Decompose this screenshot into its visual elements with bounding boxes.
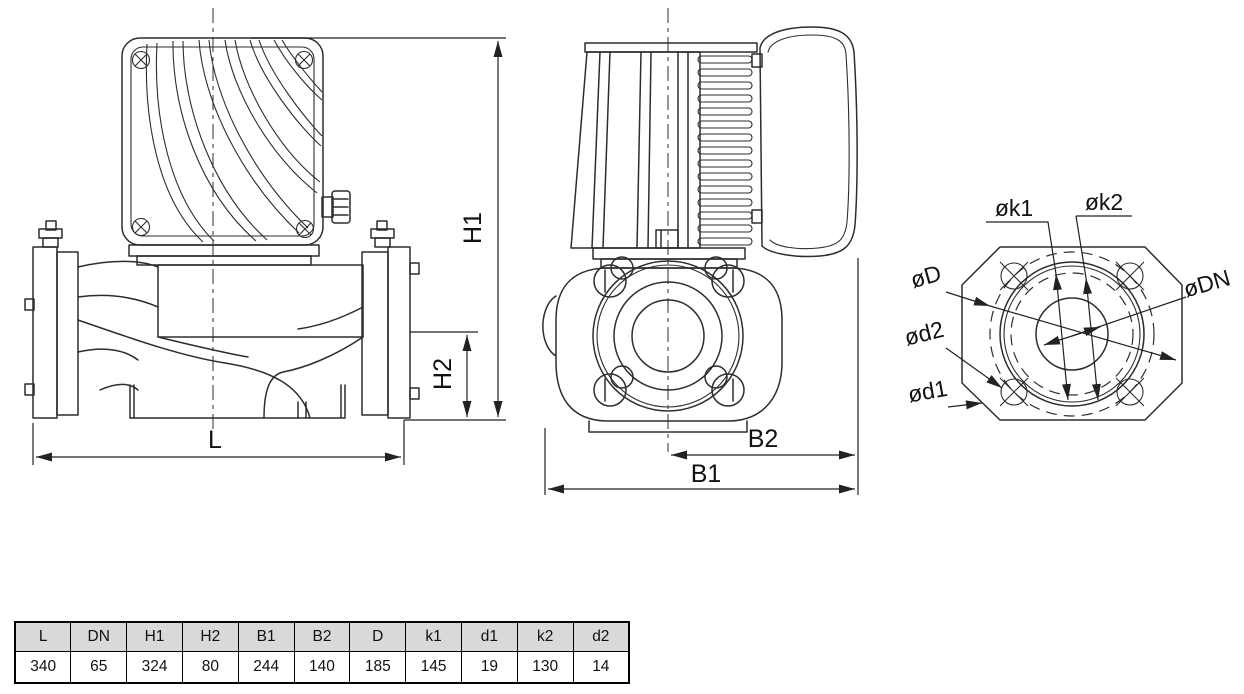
right-flange bbox=[362, 221, 419, 418]
pump-volute-front bbox=[78, 261, 363, 418]
cable-gland bbox=[322, 191, 350, 223]
table-value-cell: 80 bbox=[181, 651, 239, 684]
table-value-cell: 340 bbox=[14, 651, 72, 684]
side-flange-face bbox=[543, 257, 782, 432]
table-value-cell: 185 bbox=[349, 651, 407, 684]
table-header-cell: B2 bbox=[293, 621, 351, 652]
dimension-table-value-row: 340 65 324 80 244 140 185 145 19 130 14 bbox=[14, 651, 630, 684]
dimension-table-header-row: L DN H1 H2 B1 B2 D k1 d1 k2 d2 bbox=[14, 621, 630, 652]
motor-housing bbox=[122, 38, 323, 245]
front-view-dimensions: H1 H2 L bbox=[33, 38, 506, 465]
table-value-cell: 65 bbox=[70, 651, 128, 684]
motor-top-rail bbox=[585, 43, 757, 52]
table-header-cell: L bbox=[14, 621, 72, 652]
dim-label-dn: øDN bbox=[1180, 264, 1233, 302]
flange-circles bbox=[990, 252, 1154, 416]
dim-label-d: øD bbox=[907, 260, 944, 293]
table-header-cell: k1 bbox=[405, 621, 462, 652]
dim-label-b1: B1 bbox=[691, 460, 722, 488]
table-value-cell: 130 bbox=[516, 651, 574, 684]
bolt-slot-top-left bbox=[594, 257, 633, 297]
dim-label-k2: øk2 bbox=[1085, 189, 1123, 215]
table-value-cell: 244 bbox=[237, 651, 295, 684]
front-view-drawing: H1 H2 L bbox=[25, 8, 506, 465]
motor-adapter bbox=[129, 245, 319, 265]
side-view-drawing: B2 B1 bbox=[543, 8, 858, 495]
terminal-box bbox=[752, 27, 857, 257]
flange-dimension-arrows bbox=[946, 216, 1186, 410]
bolt-slot-bottom-left bbox=[594, 366, 633, 406]
flange-dimension-labels: øk1 øk2 øD øDN ød2 ød1 bbox=[902, 189, 1233, 407]
table-value-cell: 14 bbox=[572, 651, 630, 684]
table-header-cell: d1 bbox=[461, 621, 518, 652]
right-flange-bolt bbox=[371, 221, 394, 247]
table-header-cell: k2 bbox=[516, 621, 574, 652]
dim-label-l: L bbox=[208, 426, 222, 454]
flange-detail-drawing: øk1 øk2 øD øDN ød2 ød1 bbox=[902, 189, 1233, 420]
table-header-cell: B1 bbox=[237, 621, 295, 652]
motor-fin-panel bbox=[571, 52, 700, 248]
dim-label-d2: ød2 bbox=[902, 316, 947, 351]
side-view-dimensions: B2 B1 bbox=[545, 258, 858, 495]
table-header-cell: H1 bbox=[126, 621, 183, 652]
table-header-cell: d2 bbox=[572, 621, 630, 652]
bolt-slot-bottom-right bbox=[705, 366, 744, 406]
left-flange bbox=[25, 221, 78, 418]
dim-label-d1: ød1 bbox=[906, 375, 950, 407]
table-value-cell: 140 bbox=[293, 651, 351, 684]
table-value-cell: 19 bbox=[461, 651, 518, 684]
dim-label-b2: B2 bbox=[748, 425, 779, 453]
dimension-table: L DN H1 H2 B1 B2 D k1 d1 k2 d2 340 65 32… bbox=[14, 621, 630, 684]
bolt-slot-top-right bbox=[705, 257, 744, 297]
table-header-cell: H2 bbox=[181, 621, 239, 652]
flange-outline bbox=[962, 247, 1182, 420]
table-value-cell: 145 bbox=[405, 651, 462, 684]
table-header-cell: DN bbox=[70, 621, 128, 652]
dim-label-h2: H2 bbox=[429, 358, 457, 390]
flange-bolt-holes bbox=[1000, 262, 1144, 406]
dim-label-h1: H1 bbox=[459, 212, 487, 244]
table-value-cell: 324 bbox=[126, 651, 183, 684]
dim-label-k1: øk1 bbox=[995, 195, 1033, 221]
left-flange-bolt bbox=[39, 221, 62, 247]
motor-fin-stack bbox=[698, 56, 752, 245]
table-header-cell: D bbox=[349, 621, 407, 652]
motor-corner-screw-icons bbox=[133, 52, 314, 238]
